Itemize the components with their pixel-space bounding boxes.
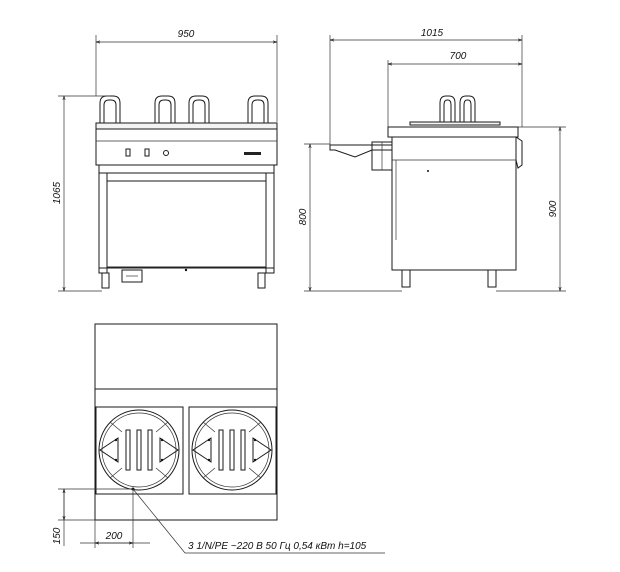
power-spec-label: 3 1/N/PE ~220 В 50 Гц 0,54 кВт h=105: [188, 541, 367, 552]
dim-label-200: 200: [105, 531, 123, 542]
dim-side-depth-total: 1015: [329, 28, 523, 145]
leg-front-left: [101, 272, 110, 289]
side-leg-back: [487, 269, 497, 288]
top-rim: [95, 122, 278, 130]
dim-front-width: 950: [95, 29, 278, 122]
side-leg-front: [401, 269, 411, 288]
side-top-lid: [409, 121, 501, 126]
side-view: 1015 700 800 900: [298, 28, 566, 292]
front-view: 950 1065: [52, 29, 278, 292]
dim-label-150: 150: [52, 527, 63, 544]
cooking-well-left: [95, 406, 184, 495]
side-basket-handles: [439, 95, 476, 122]
dim-side-height-body: 900: [496, 126, 566, 292]
side-shelf: [329, 144, 393, 158]
open-shelf: [106, 180, 267, 268]
frame-left: [98, 172, 108, 274]
basket-handles: [99, 95, 269, 125]
switch-1: [125, 148, 131, 157]
dim-front-height: 1065: [52, 95, 110, 292]
dim-plan-offset-y: 150: [52, 488, 133, 546]
brand-logo: [244, 152, 261, 155]
frame-right: [265, 172, 275, 274]
side-top-band: [387, 126, 519, 138]
dim-plan-offset-x: 200: [80, 489, 150, 548]
dim-label-800: 800: [298, 208, 309, 225]
drain-spout: [515, 136, 523, 169]
terminal-box: [121, 269, 143, 283]
control-panel: [95, 128, 278, 166]
switch-2: [144, 148, 150, 157]
power-annotation: 3 1/N/PE ~220 В 50 Гц 0,54 кВт h=105: [132, 488, 385, 554]
dim-label-950: 950: [178, 29, 195, 40]
dim-label-1065: 1065: [52, 181, 63, 204]
indicator-light: [163, 150, 169, 156]
well-opening-left: [98, 409, 180, 491]
dim-label-700: 700: [450, 51, 467, 62]
dim-side-depth-body: 700: [387, 51, 522, 127]
plan-outline: [94, 323, 278, 521]
well-opening-right: [191, 409, 273, 491]
side-body: [391, 136, 517, 271]
dim-label-1015: 1015: [421, 28, 444, 39]
plan-view: 3 1/N/PE ~220 В 50 Гц 0,54 кВт h=105 150…: [52, 323, 385, 554]
leg-front-right: [257, 272, 266, 289]
dim-side-height-table: 800: [298, 143, 402, 292]
cooking-well-right: [188, 406, 277, 495]
dim-label-900: 900: [548, 200, 559, 217]
frame-top: [98, 164, 275, 174]
